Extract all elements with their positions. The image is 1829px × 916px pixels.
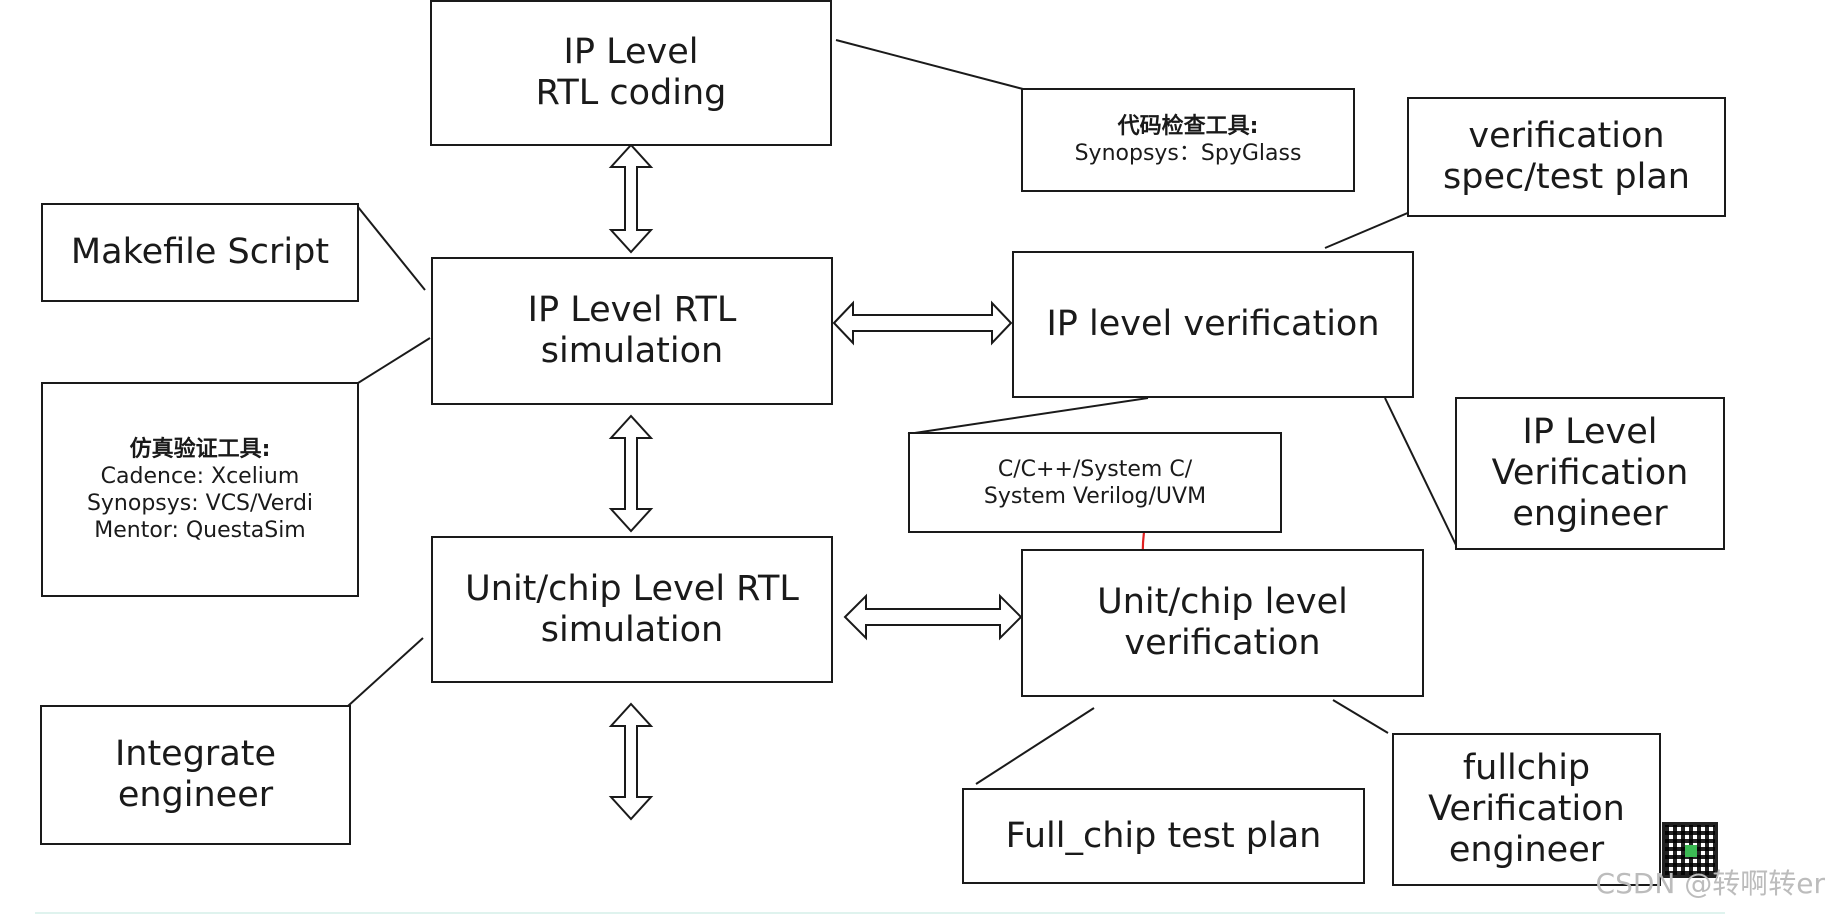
watermark: CSDN @转啊转er [1595, 867, 1825, 900]
node-unit-chip-rtl-simulation: Unit/chip Level RTL simulation [431, 536, 833, 683]
node-unit-chip-verification: Unit/chip level verification [1021, 549, 1424, 697]
node-unit-chip-verification-label: Unit/chip level verification [1097, 582, 1348, 663]
connector-ipverif-to-engineer [1384, 397, 1457, 546]
sim-tools-title: 仿真验证工具: [129, 436, 271, 462]
connector-makefile-to-simulation [357, 206, 426, 291]
node-fullchip-verification-engineer-label: fullchip Verification engineer [1428, 748, 1625, 870]
connector-ipverif-to-languages [907, 397, 1149, 435]
sim-tools-line-mentor: Mentor: QuestaSim [94, 517, 306, 543]
node-full-chip-test-plan-label: Full_chip test plan [1005, 815, 1322, 856]
node-verification-spec-label: verification spec/test plan [1443, 116, 1690, 197]
connector-unitverif-to-testplan [975, 707, 1095, 785]
node-unit-chip-rtl-simulation-label: Unit/chip Level RTL simulation [465, 568, 799, 650]
node-fullchip-verification-engineer: fullchip Verification engineer [1392, 733, 1661, 886]
code-check-tool-title: 代码检查工具: [1117, 114, 1259, 139]
node-integrate-engineer: Integrate engineer [40, 705, 351, 845]
arrow-coding-simulation [608, 143, 654, 254]
sim-tools-line-cadence: Cadence: Xcelium [100, 463, 300, 489]
connector-simtools-to-simulation [357, 337, 431, 384]
node-verification-spec: verification spec/test plan [1407, 97, 1726, 217]
connector-unitverif-to-fullchip-engineer [1332, 699, 1389, 734]
bottom-divider [35, 912, 1725, 914]
node-sim-tools: 仿真验证工具: Cadence: Xcelium Synopsys: VCS/V… [41, 382, 359, 597]
node-languages-label: C/C++/System C/ System Verilog/UVM [983, 456, 1207, 509]
sim-tools-line-synopsys: Synopsys: VCS/Verdi [86, 490, 314, 516]
node-full-chip-test-plan: Full_chip test plan [962, 788, 1365, 884]
qr-code-icon [1662, 822, 1718, 878]
node-ip-rtl-simulation: IP Level RTL simulation [431, 257, 833, 405]
arrow-unitsim-down [608, 702, 654, 821]
code-check-tool-line: Synopsys：SpyGlass [1074, 141, 1302, 166]
node-code-check-tool: 代码检查工具: Synopsys：SpyGlass [1021, 88, 1355, 192]
node-languages: C/C++/System C/ System Verilog/UVM [908, 432, 1282, 533]
connector-coding-to-spyglass [835, 39, 1024, 90]
node-ip-rtl-coding-label: IP Level RTL coding [535, 32, 727, 113]
node-integrate-engineer-label: Integrate engineer [114, 734, 277, 815]
node-ip-rtl-simulation-label: IP Level RTL simulation [527, 290, 737, 371]
arrow-ipsim-unitsim [608, 414, 654, 533]
node-ip-verification-engineer-label: IP Level Verification engineer [1491, 412, 1689, 534]
node-makefile-script-label: Makefile Script [70, 232, 330, 272]
arrow-ipsim-ipverif [832, 300, 1013, 346]
arrow-unitsim-unitverif [843, 593, 1023, 641]
node-ip-verification-engineer: IP Level Verification engineer [1455, 397, 1725, 550]
node-ip-rtl-coding: IP Level RTL coding [430, 0, 832, 146]
node-ip-level-verification-label: IP level verification [1046, 304, 1380, 344]
node-ip-level-verification: IP level verification [1012, 251, 1414, 398]
connector-integrate-to-unitsim [347, 637, 424, 707]
node-makefile-script: Makefile Script [41, 203, 359, 302]
connector-spec-to-ipverif [1324, 211, 1411, 249]
